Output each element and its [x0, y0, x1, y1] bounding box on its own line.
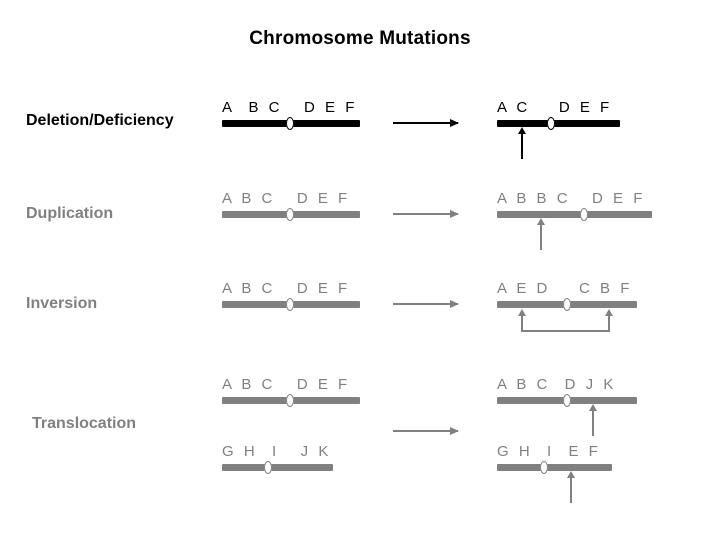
centromere-icon [264, 461, 272, 474]
arrow-head [537, 218, 545, 225]
chromosome-letters: A B C D J K [497, 376, 617, 393]
transition-arrow-translocation [393, 427, 459, 435]
chromosome-letters: A B B C D E F [497, 190, 646, 207]
chromosome-bar [497, 464, 612, 471]
centromere-icon [286, 394, 294, 407]
arrow-shaft [393, 213, 458, 215]
transition-arrow-deletion [393, 119, 459, 127]
arrow-head [567, 471, 575, 478]
arrow-head [518, 309, 526, 316]
chromosome-letters: A E D C B F [497, 280, 633, 297]
chromosome-letters: G H I J K [222, 443, 332, 460]
bracket-leg-right [605, 309, 613, 332]
arrow-shaft [393, 122, 458, 124]
arrow-shaft [393, 430, 458, 432]
arrow-head [450, 119, 459, 127]
arrow-head [450, 210, 459, 218]
pointer-arrow-translocation-site-2 [567, 471, 575, 503]
row-label-translocation: Translocation [32, 415, 137, 432]
arrow-head [518, 127, 526, 134]
row-label-duplication: Duplication [26, 205, 114, 222]
arrow-shaft [592, 410, 594, 436]
pointer-arrow-deletion-site [518, 127, 526, 159]
arrow-shaft [393, 303, 458, 305]
page-title: Chromosome Mutations [249, 28, 471, 49]
arrow-head [450, 300, 459, 308]
arrow-head [450, 427, 459, 435]
transition-arrow-inversion [393, 300, 459, 308]
bracket-base [521, 330, 610, 332]
inversion-bracket [518, 309, 613, 332]
centromere-icon [563, 394, 571, 407]
centromere-icon [547, 117, 555, 130]
centromere-icon [286, 117, 294, 130]
centromere-icon [563, 298, 571, 311]
arrow-head [605, 309, 613, 316]
arrow-shaft [521, 133, 523, 159]
chromosome-letters: A B C D E F [222, 376, 351, 393]
centromere-icon [580, 208, 588, 221]
chromosome-letters: A B C D E F [222, 280, 351, 297]
chromosome-bar [497, 211, 652, 218]
pointer-arrow-duplication-site [537, 218, 545, 250]
chromosome-letters: A B C D E F [222, 190, 351, 207]
pointer-arrow-translocation-site-1 [589, 404, 597, 436]
chromosome-letters: A C D E F [497, 99, 613, 116]
arrow-shaft [570, 477, 572, 503]
arrow-shaft [540, 224, 542, 250]
chromosome-letters: A B C D E F [222, 99, 358, 116]
transition-arrow-duplication [393, 210, 459, 218]
arrow-head [589, 404, 597, 411]
chromosome-bar [497, 120, 620, 127]
row-label-deletion: Deletion/Deficiency [26, 112, 174, 129]
centromere-icon [286, 298, 294, 311]
chromosome-letters: G H I E F [497, 443, 601, 460]
centromere-icon [286, 208, 294, 221]
bracket-leg-left [518, 309, 526, 332]
centromere-icon [540, 461, 548, 474]
chromosome-bar [222, 464, 333, 471]
row-label-inversion: Inversion [26, 295, 98, 312]
